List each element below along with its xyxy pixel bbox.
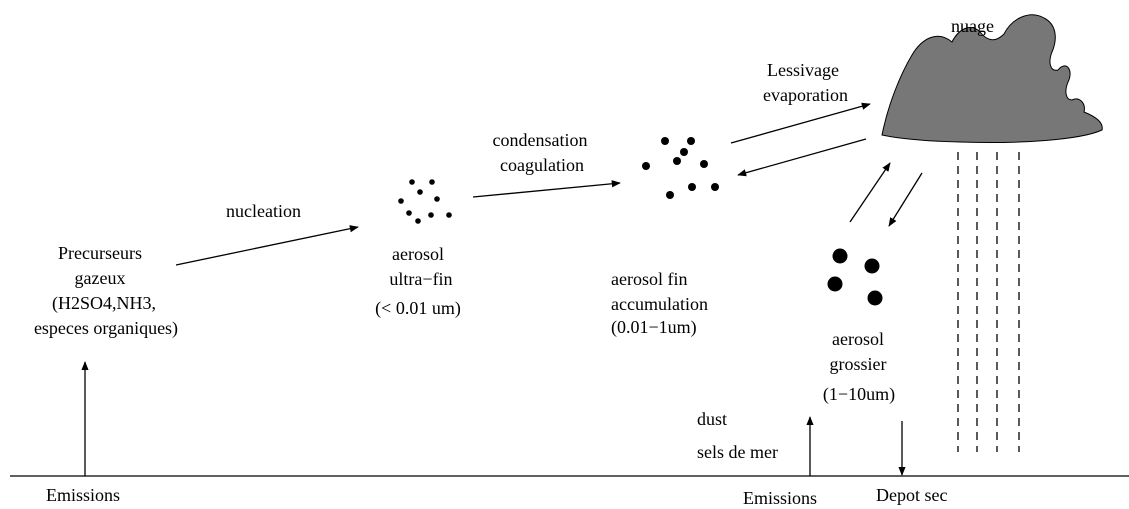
fine-label-line1: aerosol fin	[611, 269, 688, 289]
precursors-label-line2: gazeux	[74, 268, 126, 288]
lessivage-arrow	[730, 102, 871, 144]
nucleation-label: nucleation	[226, 201, 301, 221]
particle	[446, 212, 452, 218]
particle	[700, 160, 708, 168]
particle	[406, 210, 412, 216]
sea-salt-label: sels de mer	[697, 442, 778, 462]
emissions-label-right: Emissions	[743, 488, 818, 508]
particle	[642, 162, 650, 170]
particle	[417, 189, 423, 195]
coarse-label-line2: grossier	[829, 354, 887, 374]
cloud-label: nuage	[951, 16, 994, 36]
condensation-label: condensation	[492, 130, 588, 150]
particle	[864, 258, 880, 274]
evaporation-arrow	[737, 138, 867, 177]
coarse-label-line1: aerosol	[832, 329, 884, 349]
ultrafine-label-line1: aerosol	[392, 244, 444, 264]
particle	[867, 290, 883, 306]
cloud-to-coarse-arrow	[888, 172, 923, 227]
particle	[398, 198, 404, 204]
coagulation-label: coagulation	[500, 155, 584, 175]
precursors-label-line3: (H2SO4,NH3,	[51, 293, 157, 313]
coarse-particles	[827, 248, 883, 306]
evaporation-label: evaporation	[763, 85, 848, 105]
coarse-to-cloud-arrow	[849, 162, 891, 223]
particle	[711, 183, 719, 191]
particle	[687, 137, 695, 145]
particle	[688, 183, 696, 191]
fine-particles	[642, 137, 719, 199]
particle	[832, 248, 848, 264]
lessivage-label: Lessivage	[767, 60, 839, 80]
dry-deposition-label: Depot sec	[876, 485, 948, 505]
nucleation-arrow	[175, 225, 359, 266]
fine-label-line2: accumulation	[611, 294, 708, 314]
particle	[409, 179, 415, 185]
particle	[434, 196, 440, 202]
ultrafine-label-line2: ultra−fin	[389, 269, 453, 289]
precursors-label-line4: especes organiques)	[33, 318, 179, 338]
emissions-label-left: Emissions	[46, 485, 121, 505]
particle	[827, 276, 843, 292]
ultrafine-particles	[398, 179, 452, 224]
coarse-label-line3: (1−10um)	[822, 384, 896, 404]
fine-label-line3: (0.01−1um)	[611, 317, 697, 337]
condensation-arrow	[472, 180, 621, 198]
precursors-label-line1: Precurseurs	[58, 243, 142, 263]
particle	[680, 148, 688, 156]
particle	[661, 137, 669, 145]
particle	[415, 218, 421, 224]
ultrafine-label-line3: (< 0.01 um)	[375, 298, 461, 318]
particle	[666, 191, 674, 199]
cloud-shape	[881, 14, 1103, 143]
particle	[673, 157, 681, 165]
dust-label: dust	[697, 409, 728, 429]
particle	[428, 212, 434, 218]
particle	[429, 179, 435, 185]
